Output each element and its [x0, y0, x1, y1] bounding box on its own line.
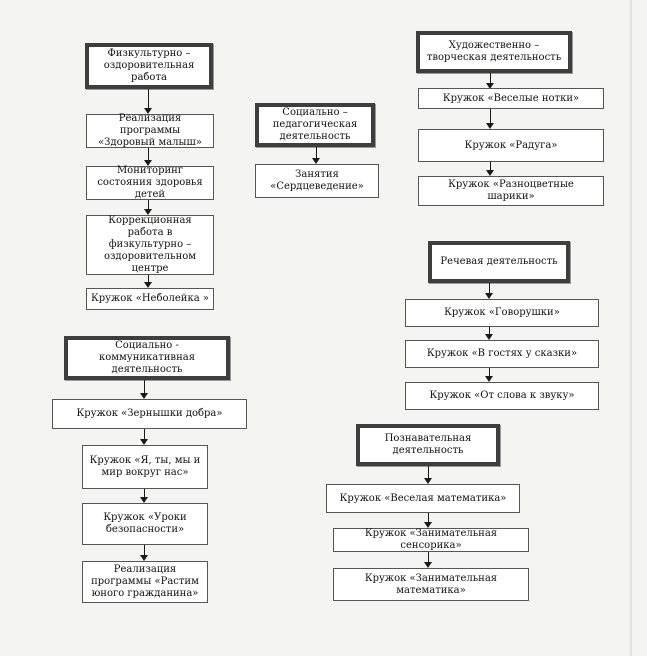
speech-item-3: Кружок «От слова к звуку» [405, 382, 599, 410]
social-communicative-item-4: Реализация программы «Растим юного гражд… [82, 561, 208, 603]
connector [148, 89, 149, 109]
artistic-item-1: Кружок «Веселые нотки» [418, 88, 604, 109]
artistic-item-2: Кружок «Радуга» [418, 129, 604, 162]
arrow-down [144, 108, 152, 114]
connector [489, 283, 490, 294]
speech-header: Речевая деятельность [428, 241, 570, 283]
connector [489, 327, 490, 335]
physical-item-2: Мониторинг состояния здоровья детей [86, 165, 214, 200]
social-pedagogical-item-1: Занятия «Сердцеведение» [255, 164, 379, 198]
arrow-down [140, 439, 148, 445]
arrow-down [144, 160, 152, 166]
arrow-down [486, 170, 494, 176]
page-edge [630, 0, 632, 656]
cognitive-header: Познавательная деятельность [356, 424, 500, 466]
connector [490, 162, 491, 171]
speech-item-1: Кружок «Говорушки» [405, 299, 599, 327]
social-pedagogical-header: Социально – педагогическая деятельность [255, 103, 375, 147]
connector [144, 429, 145, 440]
physical-item-3: Коррекционная работа в физкультурно – оз… [86, 215, 214, 275]
social-communicative-item-2: Кружок «Я, ты, мы и мир вокруг нас» [82, 445, 208, 489]
connector [148, 275, 149, 283]
physical-item-4: Кружок «Неболейка » [86, 288, 214, 310]
connector [148, 148, 149, 161]
connector [428, 552, 429, 563]
speech-item-2: Кружок «В гостях у сказки» [405, 340, 599, 368]
connector [148, 200, 149, 210]
arrow-down [424, 478, 432, 484]
arrow-down [485, 376, 493, 382]
artistic-item-3: Кружок «Разноцветные шарики» [418, 176, 604, 206]
cognitive-item-2: Кружок «Занимательная сенсорика» [333, 528, 529, 552]
connector [490, 73, 491, 84]
social-communicative-item-1: Кружок «Зернышки добра» [52, 399, 247, 429]
arrow-down [140, 497, 148, 503]
physical-header: Физкультурно – оздоровительная работа [85, 43, 213, 89]
arrow-down [140, 393, 148, 399]
artistic-header: Художественно – творческая деятельность [416, 31, 572, 73]
connector [490, 109, 491, 124]
connector [144, 545, 145, 556]
connector [489, 368, 490, 377]
connector [144, 380, 145, 394]
physical-item-1: Реализация программы «Здоровый малыш» [86, 113, 214, 148]
cognitive-item-1: Кружок «Веселая математика» [326, 484, 520, 513]
arrow-down [312, 158, 320, 164]
connector [428, 466, 429, 479]
cognitive-item-3: Кружок «Занимательная математика» [333, 568, 529, 601]
connector [316, 147, 317, 159]
arrow-down [144, 282, 152, 288]
social-communicative-header: Социально - коммуникативная деятельность [64, 336, 230, 380]
social-communicative-item-3: Кружок «Уроки безопасности» [82, 503, 208, 545]
arrow-down [485, 293, 493, 299]
arrow-down [485, 334, 493, 340]
arrow-down [424, 522, 432, 528]
arrow-down [140, 555, 148, 561]
arrow-down [486, 83, 494, 89]
arrow-down [144, 209, 152, 215]
connector [144, 489, 145, 498]
connector [428, 513, 429, 523]
arrow-down [486, 123, 494, 129]
arrow-down [424, 562, 432, 568]
